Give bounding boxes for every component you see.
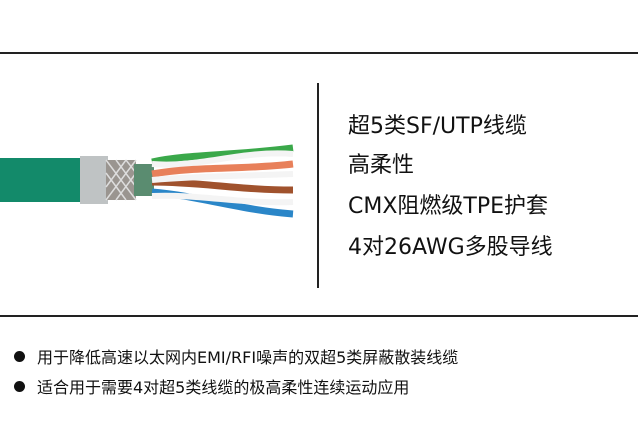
bullet-text: 适合用于需要4对超5类线缆的极高柔性连续运动应用 [37,378,410,397]
bullet-icon [14,381,25,392]
bottom-divider [0,315,638,317]
bullet-icon [14,351,25,362]
spec-category: 超5类SF/UTP线缆 [348,114,527,139]
bullet-item: 适合用于需要4对超5类线缆的极高柔性连续运动应用 [14,378,409,398]
vertical-divider [317,83,319,288]
bullet-text: 用于降低高速以太网内EMI/RFI噪声的双超5类屏蔽散装线缆 [37,348,459,367]
spec-conductor: 4对26AWG多股导线 [348,235,553,260]
top-divider [0,52,638,54]
spec-flexibility: 高柔性 [348,153,415,178]
cable-image [0,144,294,218]
bullet-item: 用于降低高速以太网内EMI/RFI噪声的双超5类屏蔽散装线缆 [14,348,458,368]
spec-jacket: CMX阻燃级TPE护套 [348,194,549,219]
